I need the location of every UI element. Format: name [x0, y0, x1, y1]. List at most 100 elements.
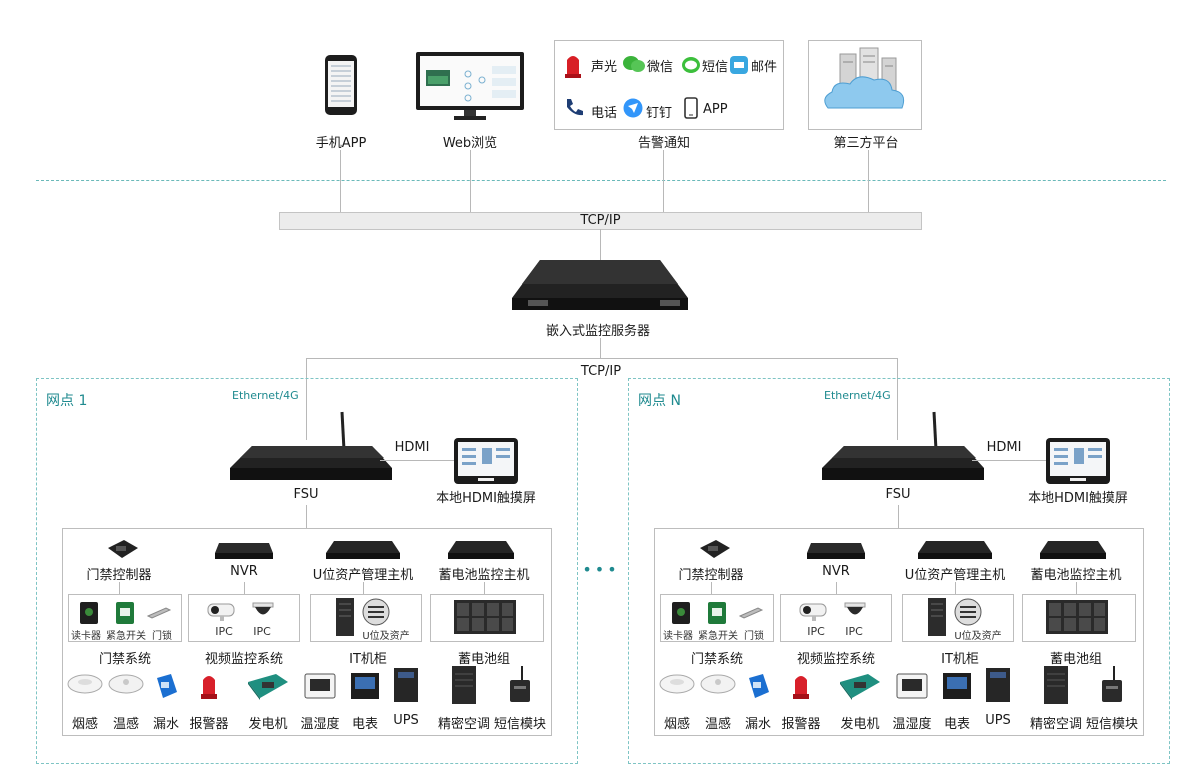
row2-system-label: 蓄电池组 — [457, 652, 511, 667]
row2-system-label: 视频监控系统 — [796, 652, 876, 667]
connector-line — [306, 505, 307, 529]
hdmi-line — [380, 460, 454, 461]
row3-sensor-label: 报警器 — [189, 717, 229, 732]
hdmi-label: HDMI — [986, 440, 1022, 455]
rack-host-icon — [1040, 541, 1106, 559]
temperature-sensor-icon — [108, 674, 144, 694]
nvr-icon — [807, 543, 865, 559]
row2-system-label: IT机柜 — [941, 652, 979, 667]
app-phone-icon — [684, 97, 698, 119]
row1-device-label: NVR — [822, 564, 850, 579]
tier-separator — [36, 180, 1166, 181]
row3-sensor-label: 漏水 — [744, 717, 772, 732]
connector-line — [306, 358, 307, 440]
ipc2-label: IPC — [253, 625, 271, 638]
sms-icon — [682, 57, 700, 73]
row1-device-label: 蓄电池监控主机 — [1030, 568, 1122, 583]
alarm-siren-icon — [201, 676, 217, 699]
connector-line — [711, 582, 712, 594]
fsu-label: FSU — [885, 487, 911, 502]
emergency-switch-icon — [708, 602, 726, 624]
site-title: 网点 N — [638, 393, 681, 409]
emergency-switch-icon — [116, 602, 134, 624]
rack-host-icon — [448, 541, 514, 559]
row3-sensor-label: 温感 — [704, 717, 732, 732]
site-frame — [628, 378, 1170, 764]
embedded-server-icon — [512, 260, 688, 310]
connector-line — [600, 229, 601, 261]
alarm-dingding-label: 钉钉 — [646, 106, 673, 121]
row1-device-label: 门禁控制器 — [678, 568, 744, 583]
row3-sensor-label: UPS — [985, 713, 1011, 728]
row3-sensor-label: 温湿度 — [892, 717, 932, 732]
access-controller-icon — [108, 540, 138, 558]
row3-sensor-label: 烟感 — [663, 717, 691, 732]
connector-line — [470, 150, 471, 212]
row1-device-label: U位资产管理主机 — [312, 568, 414, 583]
row3-sensor-label: UPS — [393, 713, 419, 728]
card-reader-label: 读卡器 — [663, 631, 693, 642]
row3-sensor-label: 精密空调 — [437, 717, 491, 732]
water-leak-sensor-icon — [157, 674, 177, 698]
cloud-server-icon — [824, 47, 905, 109]
row3-sensor-label: 电表 — [943, 717, 971, 732]
hdmi-touchscreen-icon — [1046, 438, 1110, 484]
alarm-app-label: APP — [703, 102, 728, 117]
emergency-switch-label: 紧急开关 — [698, 631, 738, 642]
precision-ac-icon — [452, 666, 476, 704]
connector-line — [244, 582, 245, 594]
ups-icon — [394, 668, 418, 702]
door-lock-icon — [738, 607, 764, 619]
connector-line — [897, 358, 898, 440]
fsu-device-icon — [822, 411, 984, 480]
temperature-sensor-icon — [700, 674, 736, 694]
row2-system-label: 门禁系统 — [690, 652, 744, 667]
row3-sensor-label: 温湿度 — [300, 717, 340, 732]
row3-sensor-label: 发电机 — [248, 717, 288, 732]
subsystem-box — [188, 594, 300, 642]
nvr-icon — [215, 543, 273, 559]
row2-system-label: 视频监控系统 — [204, 652, 284, 667]
sms-module-icon — [510, 666, 530, 702]
row3-sensor-label: 烟感 — [71, 717, 99, 732]
alarm-light-icon — [565, 56, 581, 78]
row3-sensor-label: 温感 — [112, 717, 140, 732]
hdmi-touchscreen-icon — [454, 438, 518, 484]
connector-line — [600, 338, 601, 358]
upos-asset-label: U位及资产 — [954, 631, 1002, 642]
connector-line — [340, 150, 341, 212]
upos-asset-label: U位及资产 — [362, 631, 410, 642]
rack-host-icon — [918, 541, 992, 559]
row1-device-label: NVR — [230, 564, 258, 579]
alarm-sound-label: 声光 — [591, 60, 618, 75]
connector-line — [868, 150, 869, 212]
it-cabinet-icon — [928, 598, 982, 636]
row2-system-label: 门禁系统 — [98, 652, 152, 667]
row1-device-label: 门禁控制器 — [86, 568, 152, 583]
connector-line — [1076, 582, 1077, 594]
dome-camera-icon — [844, 602, 866, 615]
alarm-phone-label: 电话 — [591, 106, 618, 121]
ipc2-label: IPC — [845, 625, 863, 638]
mail-icon — [730, 56, 748, 74]
mobile-phone-icon — [325, 55, 357, 115]
battery-group-icon — [1046, 600, 1108, 634]
door-lock-icon — [146, 607, 172, 619]
row2-system-label: 蓄电池组 — [1049, 652, 1103, 667]
connector-line — [663, 150, 664, 212]
it-cabinet-icon — [336, 598, 390, 636]
web-browse-label: Web浏览 — [442, 136, 498, 151]
hdmi-line — [972, 460, 1046, 461]
alarm-siren-icon — [793, 676, 809, 699]
alarm-mail-label: 邮件 — [751, 60, 778, 75]
fsu-label: FSU — [293, 487, 319, 502]
card-reader-icon — [672, 602, 690, 624]
ipc1-label: IPC — [215, 625, 233, 638]
door-lock-label: 门锁 — [744, 631, 764, 642]
temp-humidity-meter-icon — [304, 673, 336, 699]
connector-line — [306, 358, 898, 359]
telephone-icon — [567, 99, 583, 116]
row2-system-label: IT机柜 — [349, 652, 387, 667]
power-meter-icon — [943, 673, 971, 699]
row3-sensor-label: 发电机 — [840, 717, 880, 732]
